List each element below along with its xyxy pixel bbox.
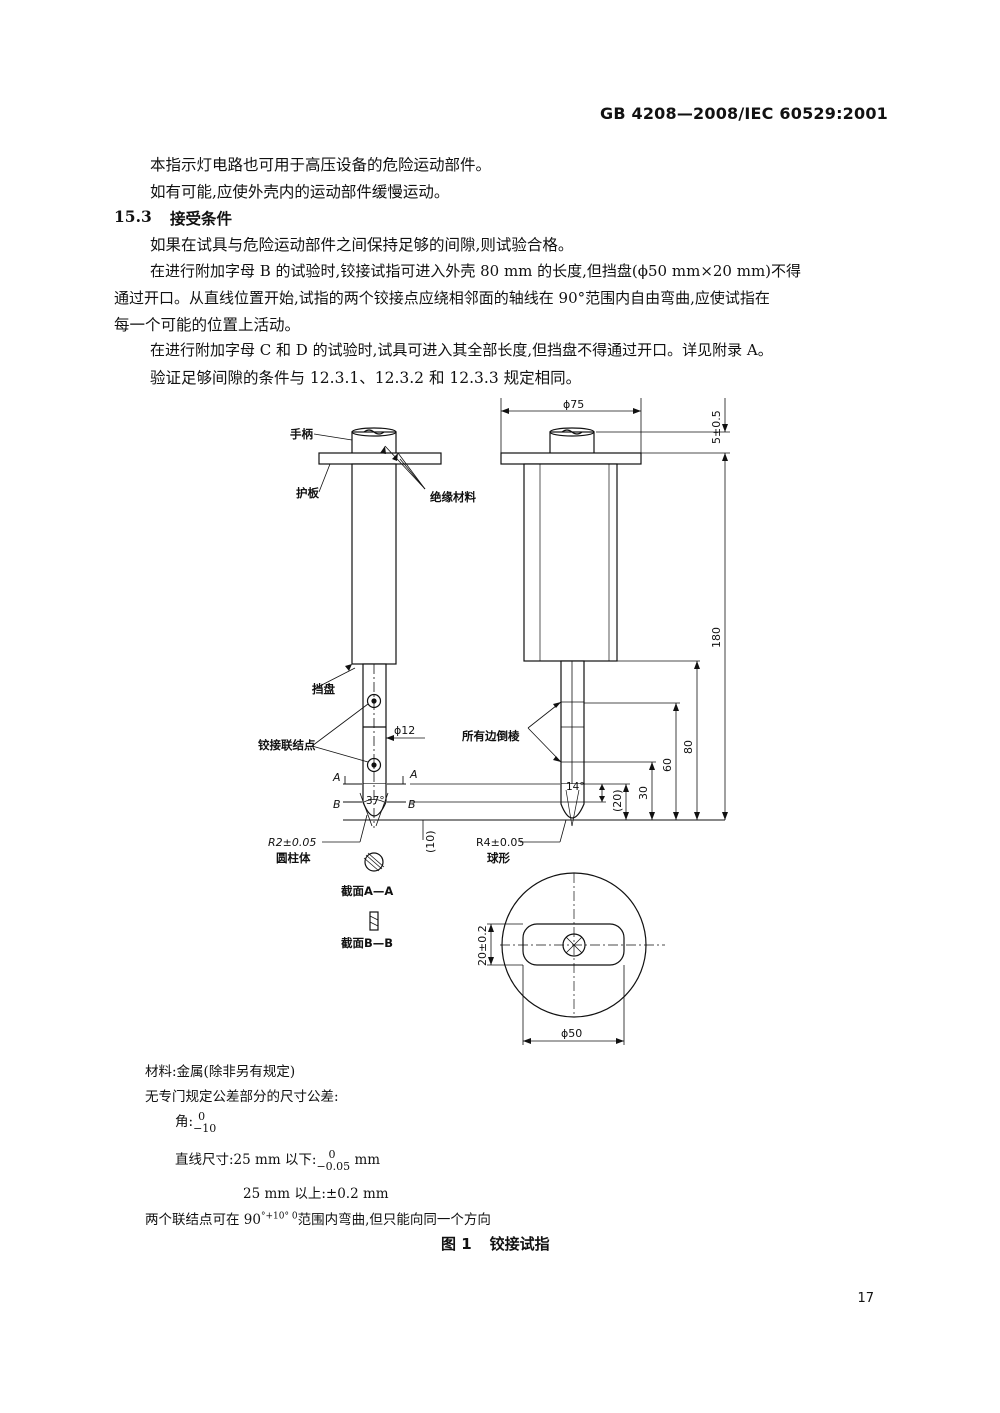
dim-80: 80 [682, 740, 695, 754]
left-finger-view [311, 427, 442, 843]
label-b-right: B [408, 798, 416, 811]
dim-5: 5±0.5 [710, 410, 723, 444]
page-number: 17 [857, 1291, 874, 1306]
label-sphere: 球形 [487, 851, 510, 865]
note-bend: 两个联结点可在 90°+10° 0范围内弯曲,但只能向同一个方向 [145, 1208, 491, 1229]
angle-label: 角: [175, 1114, 194, 1130]
figure-caption: 图 1 铰接试指 [441, 1233, 550, 1254]
linear-unit: mm [354, 1152, 381, 1168]
paragraph-4-line-1: 在进行附加字母 B 的试验时,铰接试指可进入外壳 80 mm 的长度,但挡盘(ϕ… [150, 262, 802, 280]
note-linear: 直线尺寸:25 mm 以下: 0−0.05 mm [175, 1148, 380, 1172]
angle-lower: −10 [193, 1121, 217, 1135]
label-handle: 手柄 [290, 427, 313, 441]
dim-14-deg: 14° [566, 781, 585, 793]
dim-60: 60 [661, 758, 674, 772]
bend-sup: °+10° 0 [260, 1211, 298, 1222]
label-a-right: A [409, 768, 418, 781]
dim-phi75: ϕ75 [563, 398, 584, 411]
dim-20-ref: (20) [611, 789, 624, 812]
dim-phi12: ϕ12 [394, 724, 415, 737]
paragraph-5: 在进行附加字母 C 和 D 的试验时,试具可进入其全部长度,但挡盘不得通过开口。… [150, 341, 773, 359]
label-section-aa: 截面A—A [341, 884, 393, 898]
caption-number: 图 1 [441, 1235, 472, 1253]
dim-30: 30 [637, 786, 650, 800]
paragraph-4-line-2: 通过开口。从直线位置开始,试指的两个铰接点应绕相邻面的轴线在 90°范围内自由弯… [114, 289, 770, 307]
label-stop-plate: 挡盘 [312, 682, 335, 696]
bend-suffix: 范围内弯曲,但只能向同一个方向 [297, 1212, 491, 1228]
label-insulation: 绝缘材料 [430, 490, 476, 504]
dim-phi50: ϕ50 [561, 1027, 582, 1040]
note-material: 材料:金属(除非另有规定) [145, 1064, 296, 1080]
label-chamfer: 所有边倒棱 [462, 729, 520, 743]
caption-title: 铰接试指 [489, 1235, 550, 1253]
dim-37-deg: 37° [366, 795, 385, 807]
note-linear-above: 25 mm 以上:±0.2 mm [243, 1186, 389, 1202]
note-angle: 角: 0−10 [175, 1110, 216, 1134]
label-a-left: A [332, 771, 341, 784]
label-guard: 护板 [296, 486, 319, 500]
paragraph-2: 如有可能,应使外壳内的运动部件缓慢运动。 [150, 183, 450, 201]
dim-180: 180 [710, 627, 723, 648]
right-finger-view [500, 427, 642, 843]
label-cylinder: 圆柱体 [276, 851, 311, 865]
section-title: 接受条件 [170, 209, 233, 228]
label-section-bb: 截面B—B [341, 936, 393, 950]
label-r2: R2±0.05 [268, 836, 316, 849]
label-hinge-points: 铰接联结点 [258, 738, 316, 752]
dim-10-ref: (10) [424, 830, 437, 853]
paragraph-3: 如果在试具与危险运动部件之间保持足够的间隙,则试验合格。 [150, 236, 574, 254]
dim-20-tol: 20±0.2 [476, 925, 489, 966]
angle-upper: 0 [198, 1109, 206, 1123]
label-r4: R4±0.05 [476, 836, 524, 849]
paragraph-6: 验证足够间隙的条件与 12.3.1、12.3.2 和 12.3.3 规定相同。 [150, 369, 582, 387]
linear-label: 直线尺寸:25 mm 以下: [175, 1152, 317, 1168]
standard-header: GB 4208—2008/IEC 60529:2001 [600, 104, 888, 123]
section-number: 15.3 [114, 207, 152, 226]
note-tolerance-title: 无专门规定公差部分的尺寸公差: [145, 1089, 339, 1105]
bend-prefix: 两个联结点可在 90 [145, 1212, 261, 1228]
paragraph-4-line-3: 每一个可能的位置上活动。 [114, 316, 301, 334]
paragraph-1: 本指示灯电路也可用于高压设备的危险运动部件。 [150, 156, 492, 174]
linear-upper: 0 [328, 1147, 336, 1161]
linear-lower: −0.05 [316, 1159, 351, 1173]
bottom-view [487, 872, 665, 1045]
label-b-left: B [333, 798, 341, 811]
